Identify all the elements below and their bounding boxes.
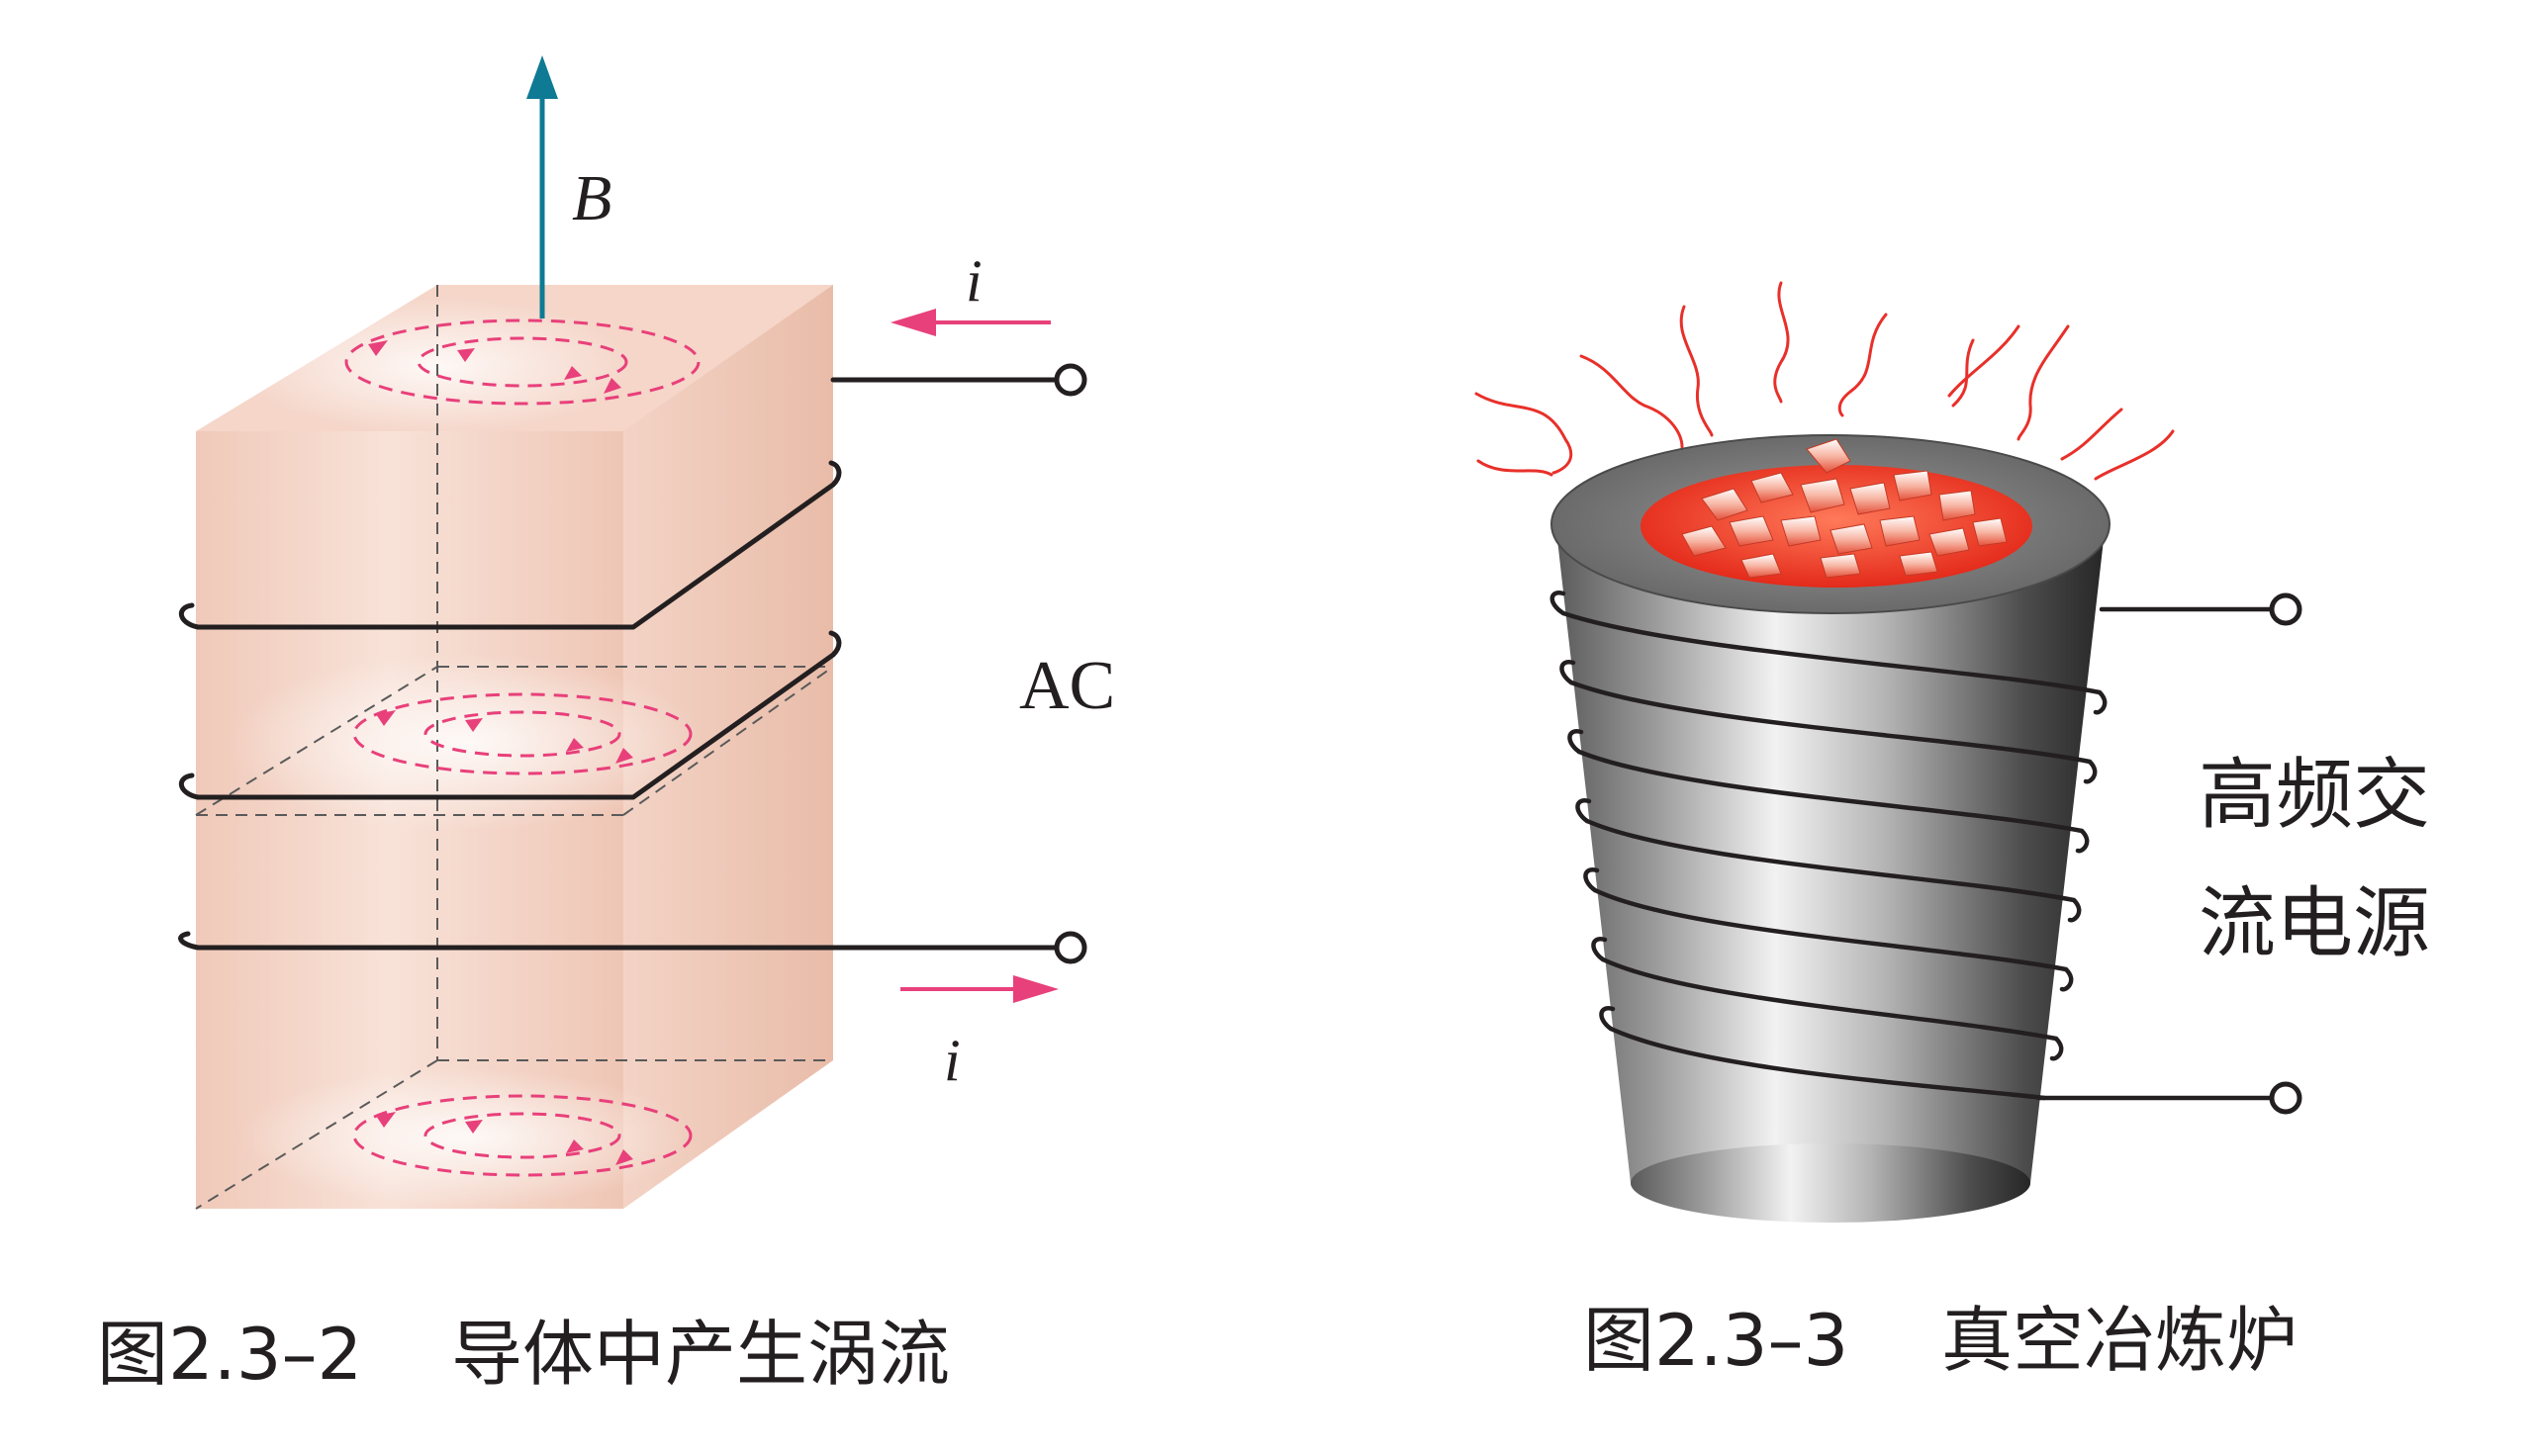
conductor-block-side: [623, 285, 833, 1209]
current-label-bottom: i: [944, 1028, 961, 1093]
left-caption: 图2.3–2 导体中产生涡流: [97, 1313, 950, 1396]
terminal-bottom-icon: [1054, 931, 1087, 964]
eddy-arrow-top: [368, 340, 621, 394]
left-caption-number: 图2.3–2: [97, 1313, 362, 1396]
terminal-top-icon: [1054, 363, 1087, 397]
hf-source-label-line1: 高频交: [2199, 751, 2430, 840]
right-caption-number: 图2.3–3: [1583, 1299, 1848, 1382]
eddy-loop-top: [344, 318, 701, 406]
coil-wire: [178, 377, 1074, 951]
left-caption-text: 导体中产生涡流: [451, 1313, 950, 1396]
heat-waves: [1474, 281, 2175, 481]
field-label: B: [572, 162, 611, 234]
furnace-terminal-bottom-icon: [2269, 1081, 2302, 1115]
field-arrow-icon: [526, 55, 558, 318]
current-arrow-top-icon: [891, 309, 1051, 336]
current-arrow-bottom-icon: [900, 975, 1059, 1003]
eddy-current-diagram: B: [178, 55, 1115, 1210]
hf-source-label-line2: 流电源: [2199, 879, 2430, 968]
metal-chunks: [1681, 438, 2008, 579]
right-caption-text: 真空冶炼炉: [1941, 1299, 2298, 1382]
furnace-diagram: 高频交 流电源: [1474, 281, 2430, 1223]
current-label-top: i: [966, 248, 983, 314]
furnace-coil: [1549, 591, 2289, 1101]
eddy-arrow-bottom: [376, 1112, 633, 1165]
ac-source-label: AC: [1019, 648, 1115, 724]
eddy-loop-middle: [352, 692, 693, 775]
eddy-loop-bottom: [352, 1094, 693, 1177]
furnace-terminal-top-icon: [2269, 592, 2302, 626]
crucible-body: [1555, 522, 2106, 1222]
crucible-base: [1631, 1143, 2030, 1223]
right-caption: 图2.3–3 真空冶炼炉: [1583, 1299, 2298, 1382]
hidden-edges: [195, 285, 834, 1210]
eddy-arrow-middle: [376, 710, 633, 764]
